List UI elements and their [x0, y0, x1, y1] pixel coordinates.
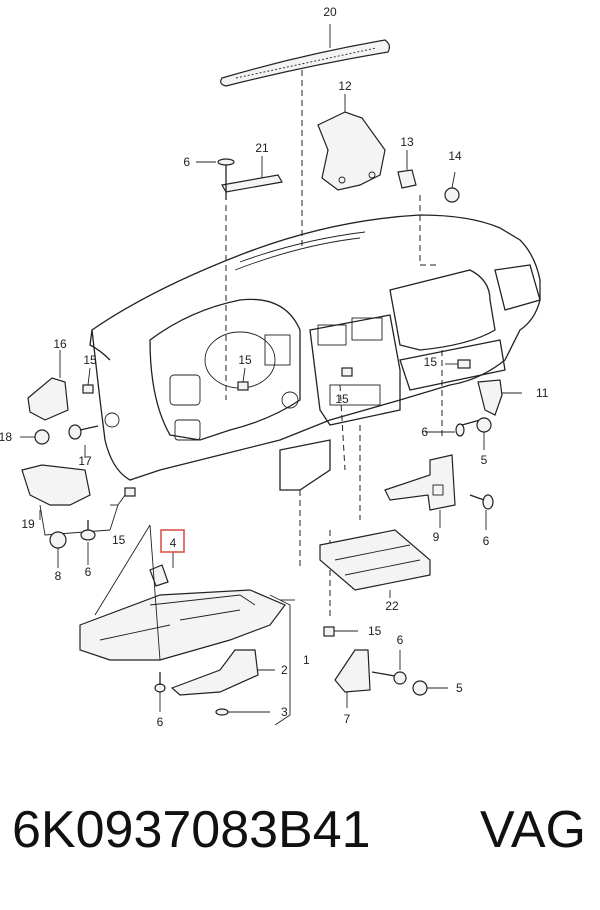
- leader-lines-misc: [94, 524, 295, 661]
- tray-22: [319, 529, 431, 598]
- washer-3: [215, 708, 270, 716]
- callout-15: 15: [424, 355, 438, 369]
- bracket-9: [384, 454, 456, 528]
- callout-2: 2: [281, 663, 288, 677]
- nut-5-right: [476, 417, 492, 450]
- lower-panel-1: [79, 589, 291, 726]
- callout-9: 9: [433, 530, 440, 544]
- callout-16: 16: [53, 337, 67, 351]
- plug-18: [20, 429, 50, 445]
- clip-15-a: [82, 367, 94, 394]
- bracket-19: [21, 464, 111, 536]
- callout-18: 18: [0, 430, 12, 444]
- callout-14: 14: [448, 149, 462, 163]
- callout-17: 17: [78, 454, 92, 468]
- screw-6-r2: [469, 494, 494, 530]
- pad-21: [221, 156, 283, 193]
- callout-13: 13: [400, 135, 414, 149]
- dashboard-body: [89, 214, 541, 491]
- callout-15: 15: [238, 353, 252, 367]
- screw-17: [68, 424, 99, 458]
- bracket-11: [477, 379, 522, 416]
- callout-4: 4: [170, 536, 177, 550]
- bolt-13: [397, 150, 417, 189]
- callout-11: 11: [536, 386, 549, 400]
- callout-6: 6: [183, 155, 190, 169]
- clip-15-e: [109, 487, 136, 531]
- callout-12: 12: [338, 79, 352, 93]
- nut-8: [49, 531, 67, 568]
- callout-6: 6: [421, 425, 428, 439]
- screw-6-top: [196, 158, 235, 200]
- callout-15: 15: [83, 353, 97, 367]
- callout-19: 19: [21, 517, 35, 531]
- brand-label: VAG: [480, 801, 586, 859]
- callout-7: 7: [344, 712, 351, 726]
- bracket-16: [27, 350, 69, 421]
- callout-15: 15: [335, 392, 349, 406]
- callout-6: 6: [397, 633, 404, 647]
- callout-15: 15: [112, 533, 126, 547]
- screw-6-left: [80, 520, 96, 565]
- clip-15-b: [237, 367, 249, 391]
- callout-6: 6: [483, 534, 490, 548]
- clip-15-c: [341, 367, 353, 377]
- callout-15: 15: [368, 624, 382, 638]
- bracket-2: [170, 649, 275, 696]
- callout-22: 22: [385, 599, 399, 613]
- screw-6-bottom: [154, 672, 166, 712]
- callout-6: 6: [85, 565, 92, 579]
- defroster-vent-strip: [220, 24, 391, 87]
- bracket-7: [334, 649, 371, 708]
- nut-5-lower: [412, 680, 448, 696]
- callout-3: 3: [281, 705, 288, 719]
- callout-8: 8: [55, 569, 62, 583]
- screw-6-right: [425, 419, 481, 437]
- callout-5: 5: [456, 681, 463, 695]
- callout-6: 6: [157, 715, 164, 729]
- screw-6-lower: [371, 650, 407, 685]
- bracket-12: [317, 94, 386, 191]
- clip-15-d: [445, 359, 471, 369]
- exploded-diagram: 2012131462116151515151817191586411659622…: [0, 5, 549, 729]
- callout-21: 21: [255, 141, 269, 155]
- callout-20: 20: [323, 5, 337, 19]
- clip-15-f: [323, 626, 358, 637]
- nut-14: [444, 171, 460, 203]
- callout-1: 1: [303, 653, 310, 667]
- highlight-box: [160, 529, 185, 553]
- callout-5: 5: [481, 453, 488, 467]
- part-number: 6K0937083B41: [12, 801, 371, 859]
- alignment-lines: [225, 70, 443, 620]
